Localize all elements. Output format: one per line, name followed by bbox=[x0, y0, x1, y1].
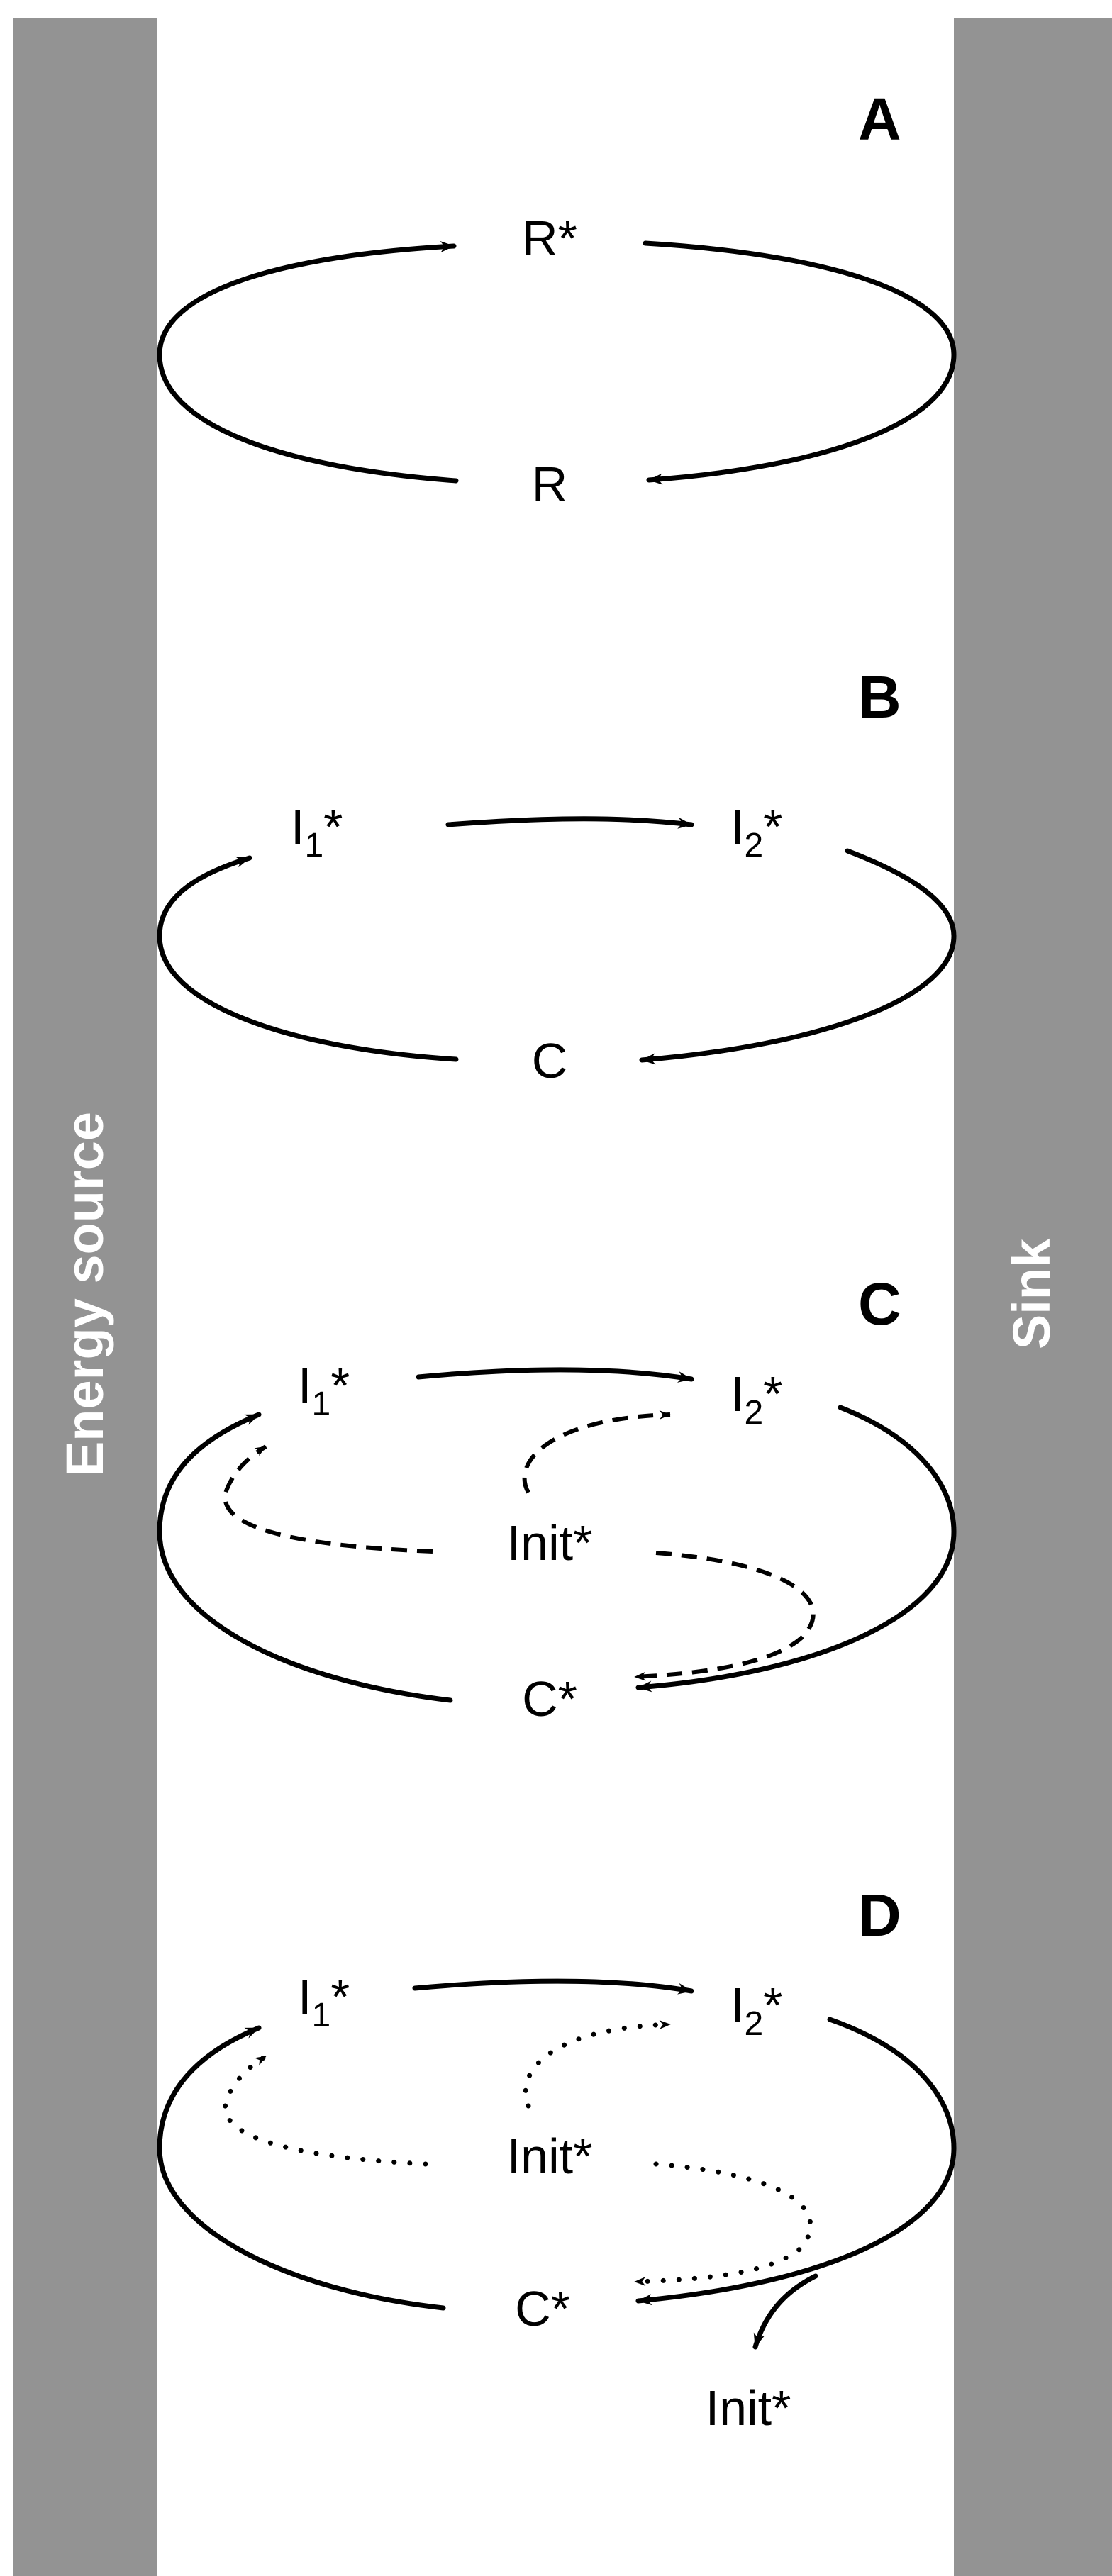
node-i2: I2* bbox=[730, 1366, 782, 1432]
energy-source-label: Energy source bbox=[55, 1112, 114, 1476]
arrow-init-release bbox=[752, 2273, 818, 2350]
arrow-r-to-rstar bbox=[157, 241, 459, 484]
panel-a: A R* R bbox=[157, 86, 957, 512]
arrow-c-to-i1 bbox=[157, 855, 459, 1062]
energy-source-bar bbox=[13, 18, 157, 2576]
arrow-i1-to-i2 bbox=[445, 816, 694, 829]
arrow-cstar-to-i1 bbox=[157, 2025, 446, 2311]
sink-bar bbox=[954, 18, 1112, 2576]
panel-c: C I1* I2* Init* C* bbox=[157, 1271, 957, 1727]
dashed-init-to-cstar bbox=[634, 1551, 816, 1681]
node-init-star: Init* bbox=[507, 1515, 593, 1571]
panel-letter-c: C bbox=[858, 1271, 901, 1337]
dotted-init-to-i1 bbox=[223, 2053, 428, 2167]
arrow-i1-to-i2 bbox=[412, 1978, 694, 1995]
arrow-i1-to-i2 bbox=[416, 1367, 694, 1383]
dashed-init-to-i2 bbox=[522, 1410, 671, 1494]
arrow-cstar-to-i1 bbox=[157, 1412, 453, 1703]
sink-label: Sink bbox=[1002, 1238, 1061, 1349]
node-c: C bbox=[532, 1033, 568, 1088]
node-init-star: Init* bbox=[507, 2129, 593, 2184]
node-init-star-released: Init* bbox=[706, 2380, 791, 2436]
panel-letter-b: B bbox=[858, 664, 901, 730]
panel-b: B I1* I2* C bbox=[157, 664, 957, 1088]
dashed-init-to-i1 bbox=[223, 1444, 433, 1554]
arrow-i2-to-cstar bbox=[635, 2017, 957, 2306]
panel-d: D I1* I2* Init* C* Init* bbox=[157, 1882, 957, 2436]
arrow-i2-to-c bbox=[639, 848, 957, 1065]
arrow-i2-to-cstar bbox=[635, 1405, 957, 1693]
node-i1: I1* bbox=[291, 799, 343, 864]
node-r-star: R* bbox=[522, 211, 577, 266]
dotted-init-to-cstar bbox=[632, 2161, 813, 2286]
node-i2: I2* bbox=[730, 1978, 782, 2043]
arrow-rstar-to-r bbox=[643, 240, 957, 485]
node-i2: I2* bbox=[730, 799, 782, 864]
node-c-star: C* bbox=[522, 1671, 577, 1727]
node-i1: I1* bbox=[298, 1969, 350, 2034]
node-c-star: C* bbox=[515, 2281, 570, 2336]
dotted-init-to-i2 bbox=[523, 2020, 673, 2109]
node-r: R bbox=[532, 457, 568, 512]
panel-letter-a: A bbox=[858, 86, 901, 152]
node-i1: I1* bbox=[298, 1358, 350, 1423]
panel-letter-d: D bbox=[858, 1882, 901, 1948]
